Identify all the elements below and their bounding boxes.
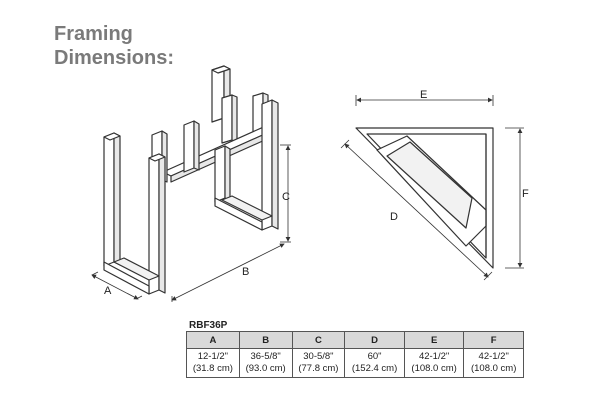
- cell-f-imperial: 42-1/2": [478, 351, 509, 362]
- corner-plan-view: [355, 127, 494, 269]
- title-line-2: Dimensions:: [54, 47, 175, 69]
- label-e: E: [420, 89, 427, 101]
- label-b: B: [242, 266, 249, 278]
- model-name: RBF36P: [189, 320, 228, 331]
- dimensions-table: A B C D E F 12-1/2" (31.8 cm) 36-5/8" (9…: [186, 331, 524, 378]
- cell-a-imperial: 12-1/2": [197, 351, 229, 362]
- header-b: B: [238, 331, 293, 349]
- framing-dimension-lines: [91, 144, 291, 302]
- cell-b-imperial: 36-5/8": [250, 351, 281, 362]
- cell-a: 12-1/2" (31.8 cm): [186, 348, 240, 378]
- label-f: F: [522, 188, 529, 200]
- label-a: A: [104, 285, 112, 297]
- cell-c-imperial: 30-5/8": [303, 351, 334, 362]
- label-d: D: [390, 211, 398, 223]
- framing-isometric: [103, 65, 279, 295]
- cell-b: 36-5/8" (93.0 cm): [238, 348, 293, 378]
- header-c: C: [291, 331, 346, 349]
- cell-e-metric: (108.0 cm): [411, 363, 457, 374]
- header-d: D: [344, 331, 405, 349]
- cell-f-metric: (108.0 cm): [470, 363, 517, 374]
- label-c: C: [282, 191, 290, 203]
- header-f: F: [463, 331, 524, 349]
- cell-b-metric: (93.0 cm): [245, 363, 286, 374]
- plan-dimension-lines: [340, 95, 524, 281]
- dimensions-header-row: A B C D E F: [186, 331, 524, 349]
- cell-e: 42-1/2" (108.0 cm): [403, 348, 465, 378]
- cell-d-imperial: 60": [367, 351, 382, 362]
- header-a: A: [186, 331, 240, 349]
- cell-a-metric: (31.8 cm): [192, 363, 233, 374]
- cell-f: 42-1/2" (108.0 cm): [463, 348, 524, 378]
- header-e: E: [403, 331, 465, 349]
- title-line-1: Framing: [54, 23, 133, 45]
- cell-d: 60" (152.4 cm): [344, 348, 405, 378]
- page-title: Framing Dimensions:: [54, 22, 174, 70]
- cell-c: 30-5/8" (77.8 cm): [291, 348, 346, 378]
- cell-d-metric: (152.4 cm): [351, 363, 398, 374]
- table-row: 12-1/2" (31.8 cm) 36-5/8" (93.0 cm) 30-5…: [186, 348, 524, 378]
- cell-c-metric: (77.8 cm): [298, 363, 339, 374]
- cell-e-imperial: 42-1/2": [418, 351, 450, 362]
